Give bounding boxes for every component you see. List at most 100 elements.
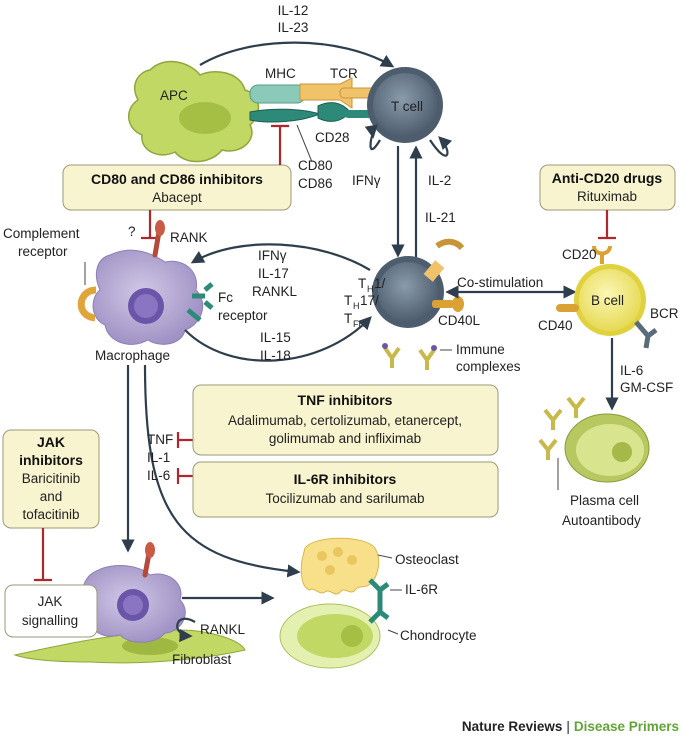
- rituximab-label: Rituximab: [577, 189, 637, 204]
- cd20-label: CD20: [562, 247, 597, 262]
- t-cell: T cell: [367, 67, 443, 143]
- bcr-label: BCR: [650, 306, 679, 321]
- immune-label-2: complexes: [456, 359, 521, 374]
- jak-signalling-box: JAK signalling: [4, 584, 98, 638]
- il18-label: IL-18: [260, 348, 291, 363]
- rankl-loop-arrow: [176, 617, 196, 643]
- cd80-label: CD80: [298, 158, 333, 173]
- anti-cd20-title: Anti-CD20 drugs: [552, 170, 663, 186]
- ifng-t-label: IFNγ: [352, 173, 381, 188]
- complement-label-1: Complement: [3, 226, 80, 241]
- il23-label: IL-23: [278, 20, 309, 35]
- b-cell: B cell: [556, 245, 658, 349]
- il6r-inhibitors-box: IL-6R inhibitors Tocilizumab and sarilum…: [192, 461, 499, 518]
- tnf-label: TNF: [147, 432, 173, 447]
- gmcsf-label: GM-CSF: [620, 380, 673, 395]
- il6-inhibition: [176, 468, 193, 484]
- cd80-inhibition: [271, 124, 289, 165]
- question-mark: ?: [128, 224, 136, 239]
- fibroblast-label: Fibroblast: [172, 652, 232, 667]
- chondrocyte-label: Chondrocyte: [400, 628, 477, 643]
- rank-label: RANK: [170, 230, 208, 245]
- fc-label-2: receptor: [218, 308, 268, 323]
- rankl-f-label: RANKL: [200, 622, 246, 637]
- jak-drug-1: Baricitinib: [22, 471, 81, 486]
- mhc-label: MHC: [265, 66, 296, 81]
- plasma-cell-label: Plasma cell: [570, 493, 639, 508]
- macrophage-to-osteoclast-arrow: [143, 364, 301, 578]
- il6-m-label: IL-6: [147, 468, 170, 483]
- jak-drug-2: and: [40, 489, 63, 504]
- th-cell: [372, 238, 465, 328]
- cd28-label: CD28: [315, 130, 350, 145]
- anti-cd20-box: Anti-CD20 drugs Rituximab: [539, 164, 676, 211]
- tfh-t-label: T: [344, 311, 352, 326]
- tnf-inhibition: [176, 432, 193, 448]
- rankl-m-label: RANKL: [252, 284, 298, 299]
- macrophage-to-th-arrow: [184, 316, 372, 362]
- jak-title-line-2: inhibitors: [19, 452, 83, 468]
- macrophage-label: Macrophage: [95, 348, 170, 363]
- cd80-inhibitors-title: CD80 and CD86 inhibitors: [91, 171, 263, 187]
- immune-label-1: Immune: [456, 342, 505, 357]
- ifng-loop-arrow: [364, 124, 381, 150]
- th-h-label-2: H: [353, 301, 360, 311]
- macrophage-bottom-cell: [81, 542, 186, 643]
- il17-label: IL-17: [258, 266, 289, 281]
- jak-title-line-1: JAK: [37, 434, 65, 450]
- series-name: Disease Primers: [573, 719, 679, 734]
- tcr-label: TCR: [330, 66, 358, 81]
- tnf-inhibitors-title: TNF inhibitors: [298, 392, 393, 408]
- il12-il23-arrow: [199, 41, 395, 68]
- cd80-cd86-inhibitors-box: CD80 and CD86 inhibitors Abacept: [62, 164, 292, 211]
- t-cell-label: T cell: [391, 99, 423, 114]
- footer-separator: |: [566, 719, 570, 734]
- il2-label: IL-2: [428, 173, 451, 188]
- plasma-cell: [538, 396, 650, 483]
- il12-label: IL-12: [278, 3, 309, 18]
- cd40l-label: CD40L: [438, 313, 481, 328]
- jak-inhibitors-box: JAK inhibitors Baricitinib and tofacitin…: [2, 429, 100, 529]
- il1-label: IL-1: [147, 450, 170, 465]
- il15-label: IL-15: [260, 330, 291, 345]
- immune-complexes: [382, 343, 452, 370]
- chondrocyte-cell: [279, 600, 390, 669]
- cd86-label: CD86: [298, 176, 333, 191]
- th-h-label-1: H: [367, 284, 374, 294]
- il6r-label: IL-6R: [405, 582, 438, 597]
- jak-drug-3: tofacitinib: [22, 507, 79, 522]
- complement-label-2: receptor: [18, 244, 68, 259]
- jak-inhibition: [34, 528, 52, 582]
- abacept-label: Abacept: [152, 190, 202, 205]
- th-t-label-2: T: [344, 293, 352, 308]
- il6r-drugs: Tocilizumab and sarilumab: [265, 491, 424, 506]
- il2-loop-arrow: [429, 136, 453, 157]
- th1-label: 1/: [374, 276, 386, 291]
- th17-label: 17/: [360, 293, 379, 308]
- th-t-label-1: T: [358, 276, 366, 291]
- il6r-inhibitors-title: IL-6R inhibitors: [294, 471, 397, 487]
- journal-name: Nature Reviews: [461, 719, 563, 734]
- journal-footer: Nature Reviews|Disease Primers: [462, 719, 679, 734]
- b-cell-label: B cell: [591, 293, 624, 308]
- th-to-macrophage-arrow: [190, 243, 371, 271]
- tnf-drugs-line-2: golimumab and infliximab: [269, 431, 421, 446]
- il21-label: IL-21: [425, 210, 456, 225]
- jak-signalling-line-2: signalling: [22, 613, 78, 628]
- osteoclast-cell: [300, 537, 390, 602]
- tnf-drugs-line-1: Adalimumab, certolizumab, etanercept,: [228, 413, 462, 428]
- jak-signalling-line-1: JAK: [38, 594, 63, 609]
- macrophage-cell: [77, 220, 214, 345]
- costimulation-label: Co-stimulation: [457, 275, 543, 290]
- cd20-inhibition: [598, 210, 616, 240]
- cd40-label: CD40: [538, 318, 573, 333]
- mhc-tcr-complex: [249, 77, 381, 123]
- tnf-inhibitors-box: TNF inhibitors Adalimumab, certolizumab,…: [192, 384, 499, 456]
- fc-label-1: Fc: [218, 290, 233, 305]
- ifng-m-label: IFNγ: [258, 248, 287, 263]
- il6-b-label: IL-6: [620, 363, 643, 378]
- apc-label: APC: [160, 88, 188, 103]
- osteoclast-label: Osteoclast: [395, 552, 459, 567]
- apc-cell: APC: [128, 60, 260, 163]
